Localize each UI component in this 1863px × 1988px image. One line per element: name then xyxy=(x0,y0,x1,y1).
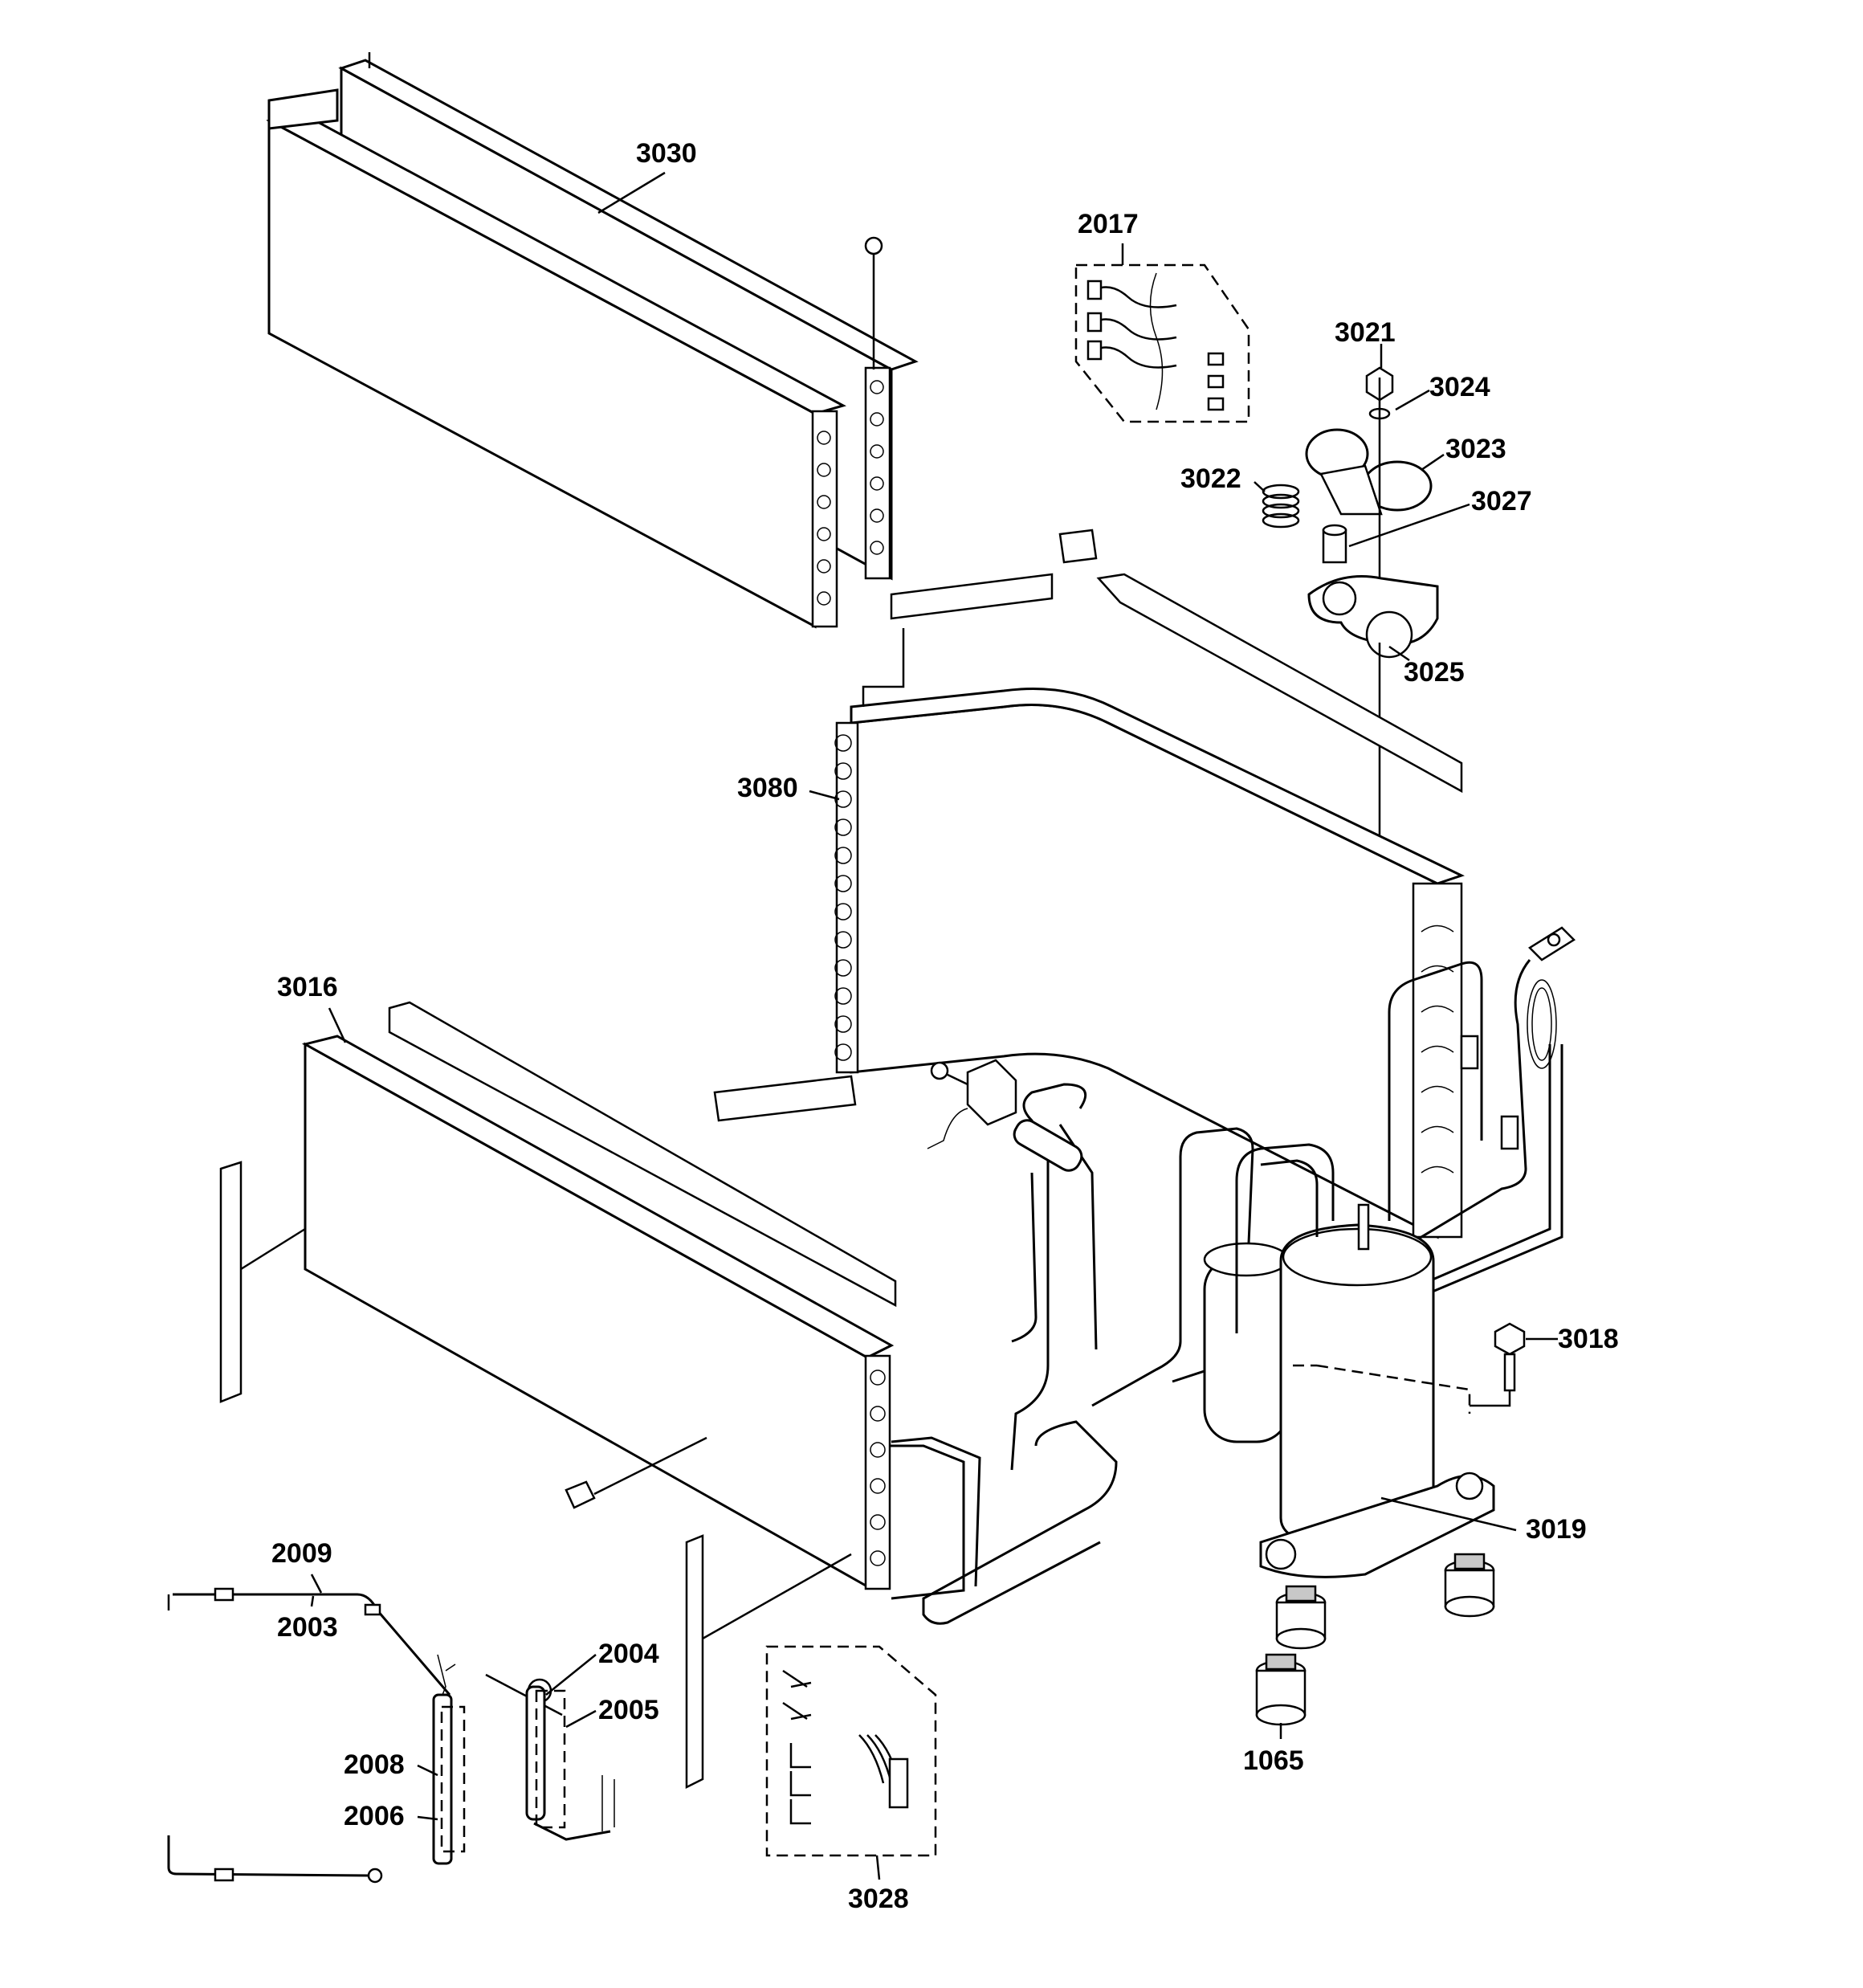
rubber-grommets-1065 xyxy=(1255,1553,1495,1726)
label-2004: 2004 xyxy=(598,1639,659,1669)
sensor-2004-2005 xyxy=(485,1673,615,1841)
label-2005: 2005 xyxy=(598,1695,659,1725)
wire-harness-2017-inset xyxy=(1074,263,1250,423)
bolt-3018 xyxy=(1470,1322,1526,1407)
condenser-coil-3030 xyxy=(266,52,919,629)
label-3028: 3028 xyxy=(848,1884,909,1914)
label-3030: 3030 xyxy=(636,138,697,169)
label-2003: 2003 xyxy=(277,1612,338,1643)
evaporator-coil-3080 xyxy=(713,688,1465,1239)
label-3018: 3018 xyxy=(1558,1324,1619,1354)
leader-lines xyxy=(310,171,1558,1880)
sensor-2009-2003 xyxy=(167,1587,456,1728)
label-3021: 3021 xyxy=(1335,317,1396,348)
refrigerant-piping xyxy=(883,1083,1335,1625)
label-3024: 3024 xyxy=(1429,372,1490,402)
capacitor-assembly xyxy=(1262,366,1439,916)
label-3019: 3019 xyxy=(1526,1514,1587,1545)
label-3025: 3025 xyxy=(1404,657,1465,688)
sensor-2008-2006 xyxy=(167,1693,466,1884)
label-3022: 3022 xyxy=(1180,463,1241,494)
wire-kit-3028-inset xyxy=(765,1645,937,1857)
label-2009: 2009 xyxy=(271,1538,332,1569)
label-2008: 2008 xyxy=(344,1749,405,1780)
label-2006: 2006 xyxy=(344,1801,405,1831)
compressor-3019 xyxy=(1203,1203,1495,1578)
label-3023: 3023 xyxy=(1445,434,1506,464)
label-3016: 3016 xyxy=(277,972,338,1002)
reversing-valve-coil xyxy=(927,1059,1083,1172)
label-2017: 2017 xyxy=(1078,209,1139,239)
label-1065: 1065 xyxy=(1243,1745,1304,1776)
coil-3016 xyxy=(219,1001,897,1790)
label-3027: 3027 xyxy=(1471,486,1532,516)
part-labels: 3030 2017 3021 3024 3023 3022 3027 3025 … xyxy=(271,138,1619,1914)
label-3080: 3080 xyxy=(737,773,798,803)
foam-strips-upper xyxy=(890,529,1463,794)
